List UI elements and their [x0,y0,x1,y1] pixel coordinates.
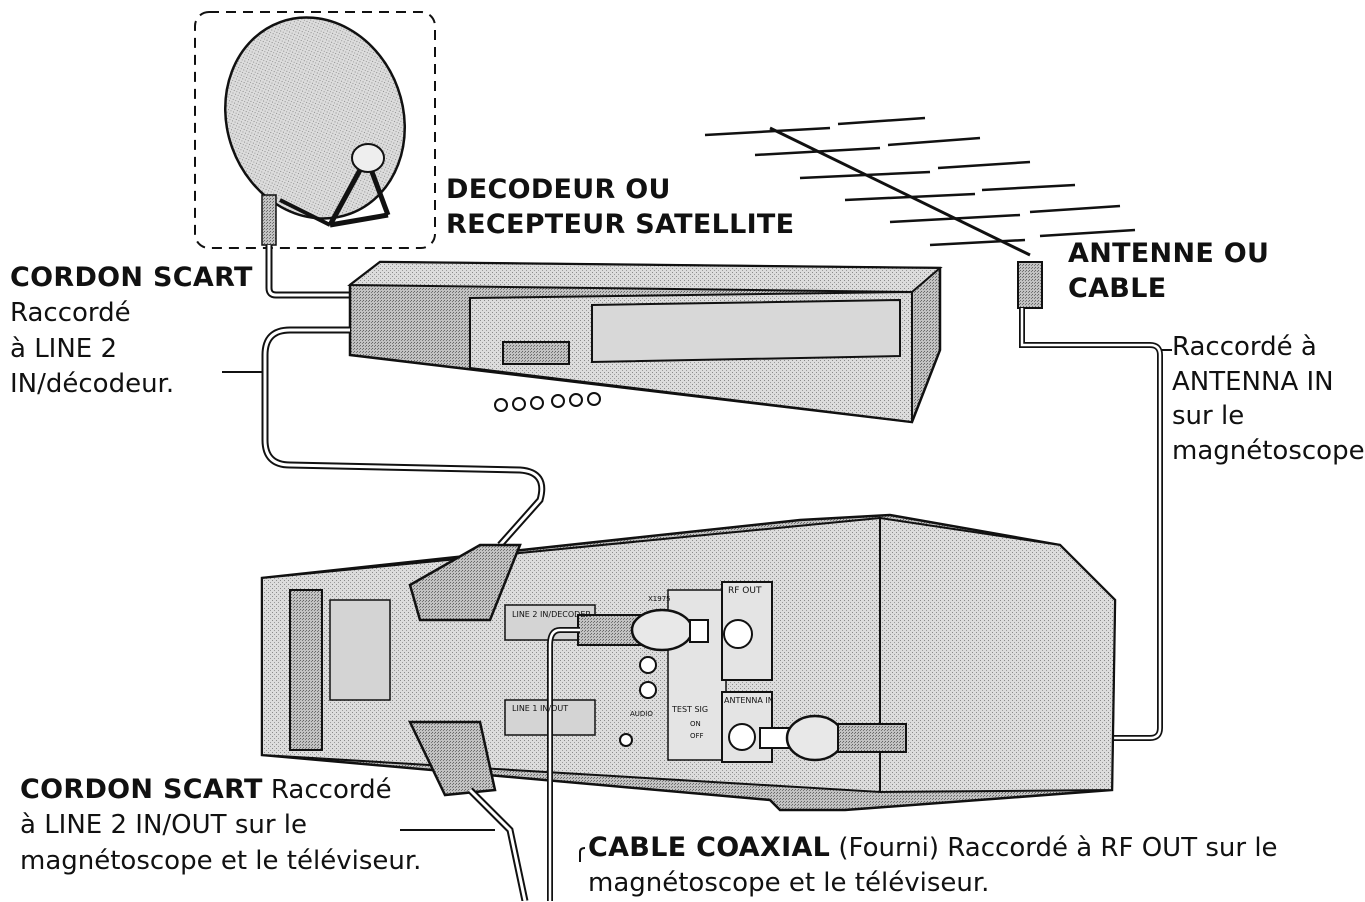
antenna-illustration [704,116,1136,309]
coax-plug [577,608,709,652]
test-sig-label: TEST SIG [672,705,709,714]
rf-out-label: RF OUT [728,586,762,596]
leader-coax [579,847,586,862]
on-label: ON [690,720,701,728]
antenna-in-label: ANTENNA IN [724,696,774,705]
scart-plug-top [408,543,522,622]
scart-plug-bottom [408,720,497,797]
line1-label: LINE 1 IN/OUT [512,704,569,713]
off-label: OFF [690,732,704,740]
scart-top-label: CORDON SCART Raccordé à LINE 2 IN/décode… [10,262,253,399]
scart-bottom-label: CORDON SCART Raccordé à LINE 2 IN/OUT su… [20,774,422,876]
coax-label: CABLE COAXIAL (Fourni) Raccordé à RF OUT… [588,832,1278,899]
antenna-plug [759,714,907,762]
antenna-description: Raccordé à ANTENNA IN sur le magnétoscop… [1172,332,1365,466]
decoder-title: DECODEUR OU RECEPTEUR SATELLITE [446,174,795,241]
vcr-illustration [260,513,1117,812]
line2-label: LINE 2 IN/DECODER [512,610,591,619]
model-label: X1975 [648,595,671,603]
antenna-title: ANTENNE OU CABLE [1068,238,1270,305]
dish-cable [265,245,350,299]
audio-label: AUDIO [630,710,653,718]
satellite-dish-illustration [194,11,436,249]
decoder-box-illustration [347,260,943,424]
